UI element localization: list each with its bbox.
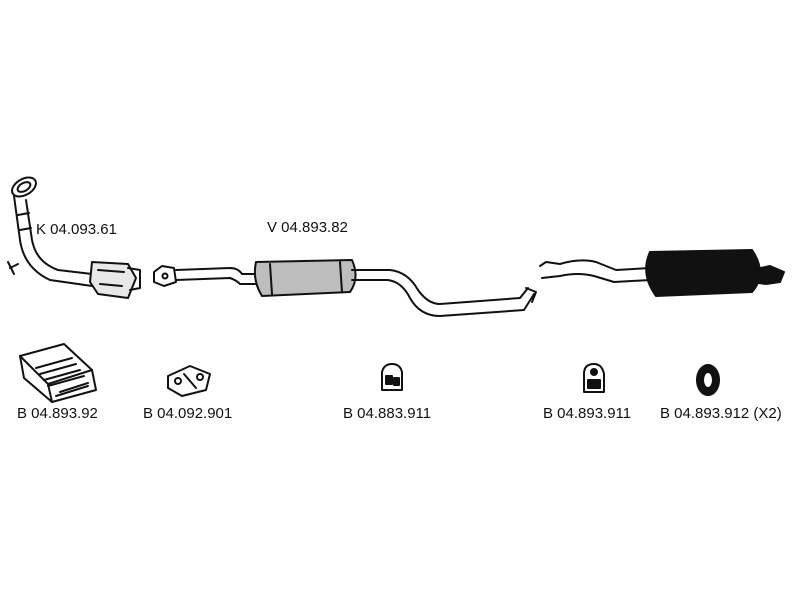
catalytic-converter-drawing — [7, 176, 141, 299]
part-code-catalytic-converter: K 04.093.61 — [36, 221, 117, 238]
part-code-gasket: B 04.092.901 — [143, 405, 233, 422]
part-code-fitting-kit: B 04.893.92 — [17, 405, 98, 422]
rear-section-drawing — [539, 249, 785, 297]
part-code-middle-section: V 04.893.82 — [267, 219, 348, 236]
part-code-rubber-mount-a: B 04.883.911 — [343, 405, 432, 422]
part-code-rubber-ring: B 04.893.912 (X2) — [660, 405, 782, 423]
rubber-mount-b-drawing — [583, 363, 605, 393]
rubber-ring-drawing — [696, 364, 720, 396]
rubber-ring-quantity: (X2) — [753, 405, 782, 422]
fitting-kit-drawing — [19, 343, 97, 403]
gasket-drawing — [167, 365, 211, 397]
rubber-ring-code: B 04.893.912 — [660, 405, 750, 422]
part-code-rubber-mount-b: B 04.893.911 — [543, 405, 632, 422]
rubber-mount-a-drawing — [381, 363, 403, 391]
middle-section-drawing — [153, 259, 537, 317]
